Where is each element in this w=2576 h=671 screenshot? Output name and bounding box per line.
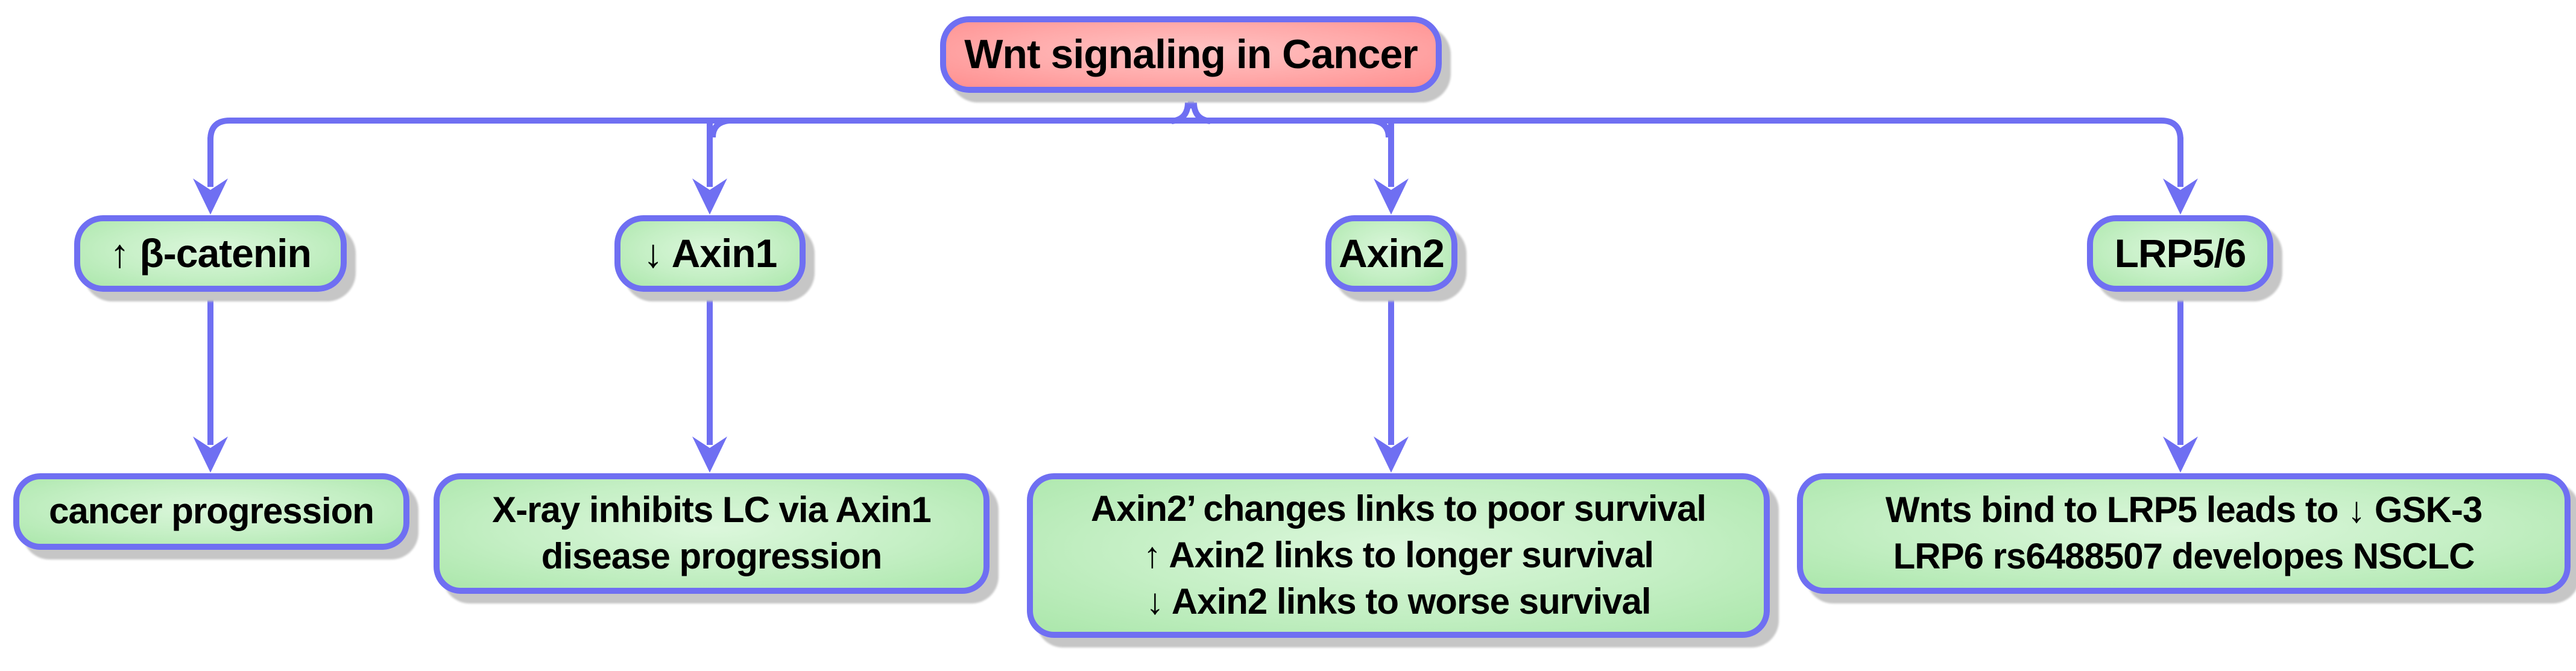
node-label-line: LRP6 rs6488507 developes NSCLC bbox=[1893, 536, 2475, 576]
down-arrowhead-icon bbox=[193, 436, 228, 473]
edge-bar-right-corner bbox=[2161, 118, 2183, 140]
node-label-line: ↓ Axin2 links to worse survival bbox=[1146, 581, 1651, 622]
node-label-line: disease progression bbox=[541, 536, 883, 576]
node-label-line: ↑ Axin2 links to longer survival bbox=[1143, 535, 1654, 576]
down-arrowhead-icon bbox=[2163, 178, 2198, 215]
node-axin2-survival: Axin2’ changes links to poor survival ↑ … bbox=[1027, 473, 1770, 638]
arrowhead-group bbox=[193, 178, 2198, 473]
node-label: Axin2 bbox=[1339, 231, 1445, 276]
down-arrowhead-icon bbox=[1374, 436, 1409, 473]
node-wnts-bind-lrp5: Wnts bind to LRP5 leads to ↓ GSK-3 LRP6 … bbox=[1797, 473, 2571, 594]
edge-fillet-axin2 bbox=[1372, 118, 1392, 138]
edge-group bbox=[207, 89, 2183, 445]
node-label-line: Axin2’ changes links to poor survival bbox=[1090, 488, 1706, 529]
node-beta-catenin: ↑ β-catenin bbox=[74, 215, 347, 292]
down-arrowhead-icon bbox=[193, 178, 228, 215]
down-arrowhead-icon bbox=[692, 436, 727, 473]
node-root-wnt-signaling: Wnt signaling in Cancer bbox=[940, 16, 1442, 93]
down-arrowhead-icon bbox=[692, 178, 727, 215]
node-lrp5-6: LRP5/6 bbox=[2087, 215, 2273, 292]
node-axin2: Axin2 bbox=[1325, 215, 1457, 292]
node-label: LRP5/6 bbox=[2114, 231, 2247, 276]
node-label-line: X-ray inhibits LC via Axin1 bbox=[492, 490, 932, 531]
node-label: Wnt signaling in Cancer bbox=[964, 31, 1418, 77]
edge-root-flare-right bbox=[1191, 102, 1211, 124]
node-axin1: ↓ Axin1 bbox=[614, 215, 806, 292]
edge-root-flare-left bbox=[1171, 102, 1191, 124]
node-cancer-progression: cancer progression bbox=[13, 473, 409, 550]
node-label-line: cancer progression bbox=[49, 491, 374, 532]
edge-fillet-axin1 bbox=[710, 118, 730, 138]
node-xray-inhibits: X-ray inhibits LC via Axin1 disease prog… bbox=[434, 473, 990, 594]
node-label: ↑ β-catenin bbox=[110, 231, 312, 276]
edge-bar-left-corner bbox=[207, 118, 230, 140]
down-arrowhead-icon bbox=[2163, 436, 2198, 473]
node-label-line: Wnts bind to LRP5 leads to ↓ GSK-3 bbox=[1885, 490, 2483, 531]
node-label: ↓ Axin1 bbox=[643, 231, 778, 276]
down-arrowhead-icon bbox=[1374, 178, 1409, 215]
